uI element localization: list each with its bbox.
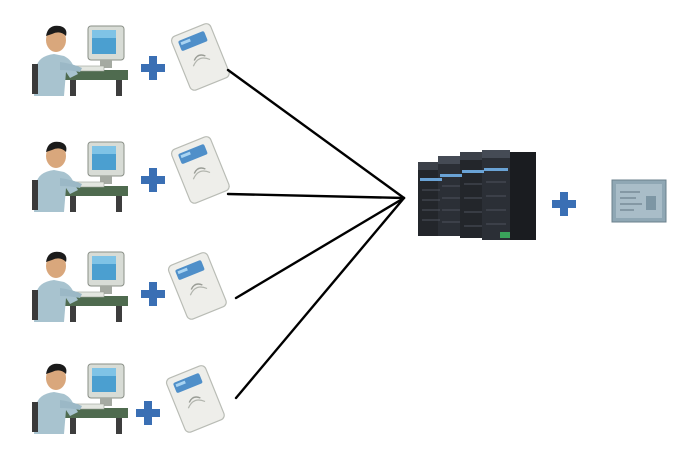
user-at-computer-icon: [29, 133, 131, 213]
workstation-row-2: [29, 133, 232, 213]
plus-icon: [141, 282, 165, 306]
user-at-computer-icon: [29, 243, 131, 323]
connection-line: [226, 68, 406, 200]
workstation-row-4: [29, 355, 227, 435]
connection-line: [234, 196, 406, 400]
user-at-computer-icon: [29, 355, 131, 435]
plus-icon: [141, 56, 165, 80]
connection-lines: [226, 68, 406, 400]
card-reader-icon: [169, 21, 232, 93]
card-reader-icon: [169, 134, 232, 206]
panel-device-icon: [611, 179, 667, 223]
plus-icon: [552, 192, 576, 216]
workstation-row-3: [29, 243, 229, 323]
server-rack-icon: [418, 150, 536, 240]
connection-line: [226, 192, 406, 200]
workstation-row-1: [29, 17, 232, 97]
plus-icon: [136, 401, 160, 425]
connection-line: [234, 196, 406, 300]
plus-icon: [141, 168, 165, 192]
card-reader-icon: [166, 250, 229, 322]
card-reader-icon: [164, 363, 227, 435]
user-at-computer-icon: [29, 17, 131, 97]
